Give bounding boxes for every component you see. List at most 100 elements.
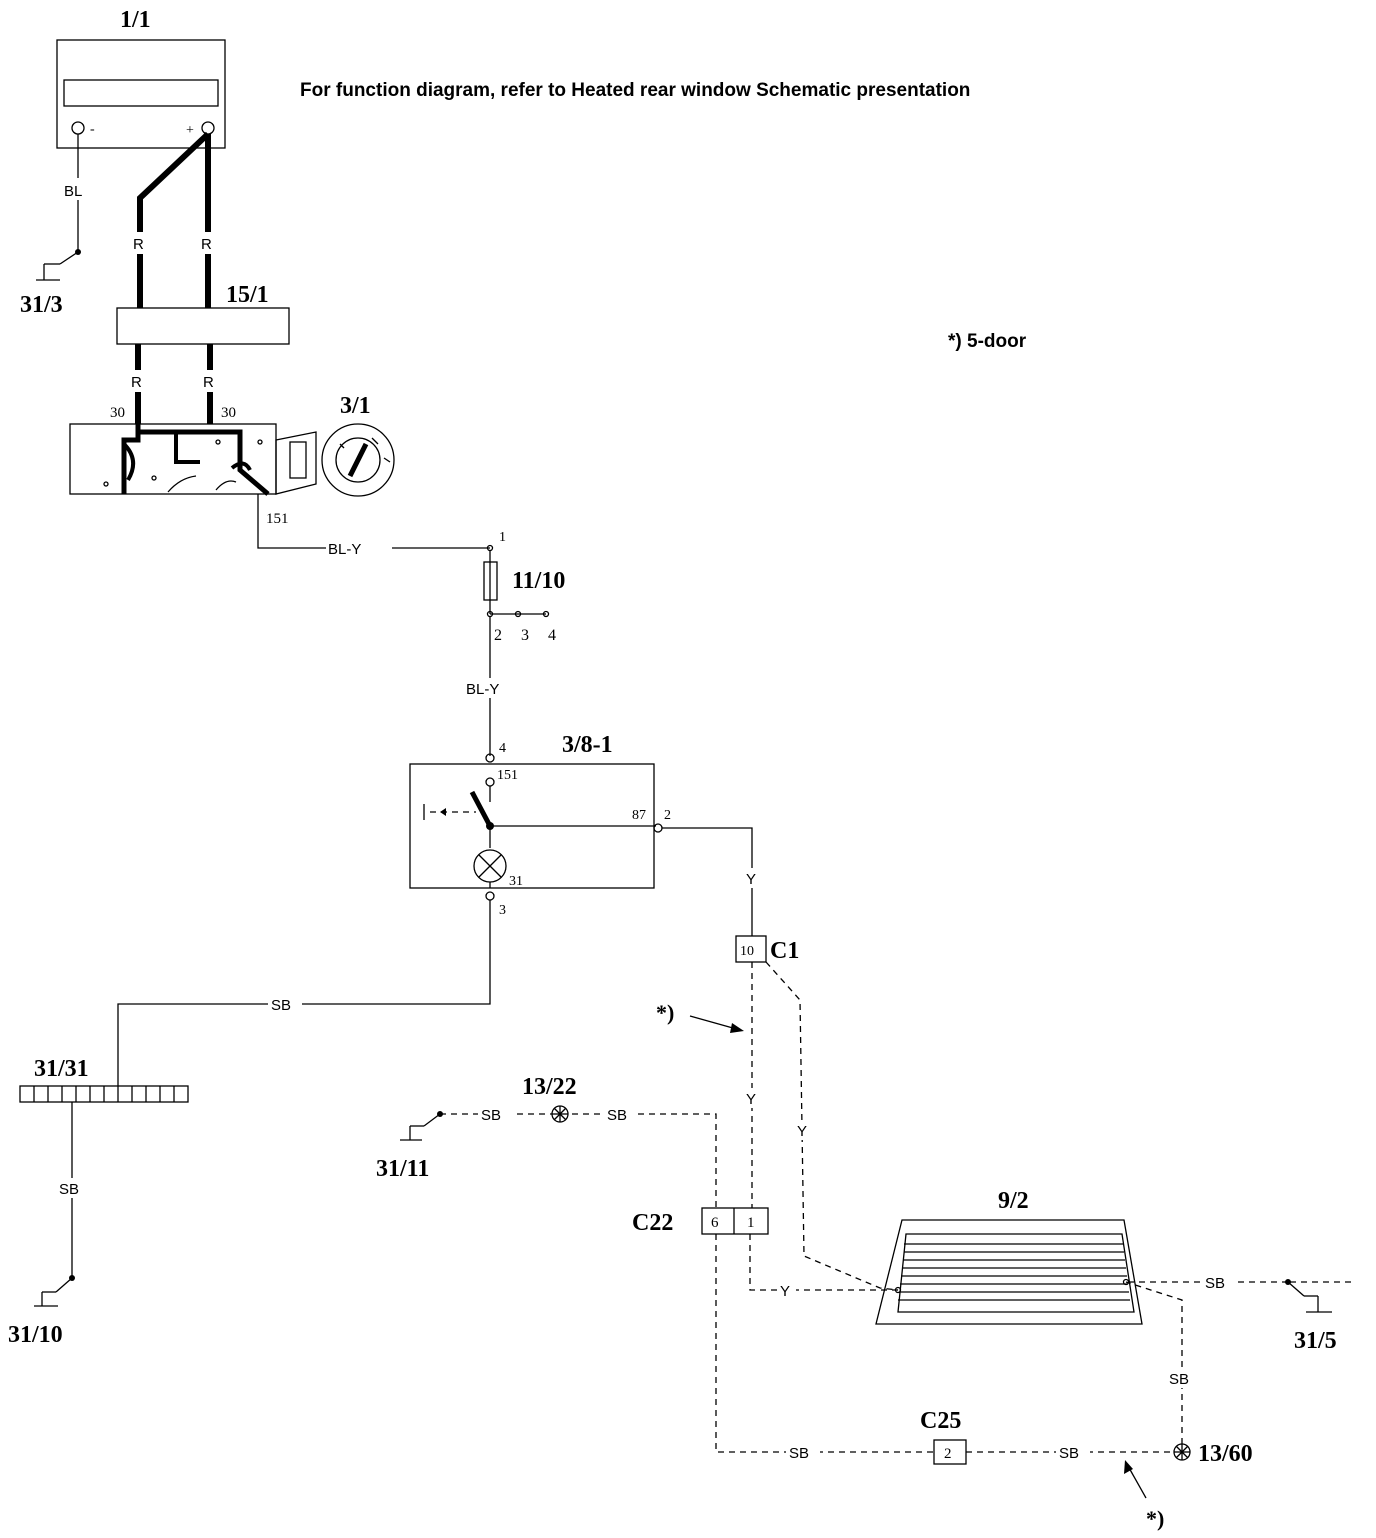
pin-fuse-1: 1 [499,530,506,545]
splice-13-22: 13/22 [522,1074,577,1123]
ground-strip: 31/31 [19,1056,189,1103]
wire-label-sb: SB [481,1107,501,1124]
ground-link [423,1113,441,1127]
pin-sw-151: 151 [497,768,518,783]
ignition-pin-dot [257,439,263,445]
ignition-contact [167,475,197,493]
five-door-marker: *) [1146,1506,1164,1531]
ignition-pin-dot [151,475,157,481]
wire-label-bg [744,868,762,888]
pin-fuse-4: 4 [548,627,556,644]
ground-31-3: 31/3 [20,249,81,318]
wire-label-sb: SB [607,1107,627,1124]
wire-label-sb: SB [59,1181,79,1198]
rear-window-heater-grid [898,1243,1130,1301]
wire-label-bg [464,678,520,698]
pin-c22-1: 1 [747,1215,755,1231]
heater-switch-label: 3/8-1 [562,732,613,758]
switch-lever [469,790,493,828]
wire-label-r: R [201,236,212,253]
wire-label-y: Y [746,871,756,888]
fuse-pin [542,610,550,618]
fuse: 1 11/10 2 3 4 [483,530,565,644]
battery-body [56,39,226,149]
fuse-label: 11/10 [512,568,565,594]
splice-mark [1175,1445,1189,1459]
wire-label-bg [326,538,392,558]
wire-label-bg [744,1088,762,1108]
rear-window-frame [875,1219,1143,1325]
wire-label-bg [778,1280,796,1300]
battery-plus-sign: + [186,123,194,138]
ground-label-31-5: 31/5 [1294,1328,1337,1354]
wire-label-bg [604,1104,638,1124]
ignition-pin-dot [215,439,221,445]
rear-window: 9/2 [875,1188,1143,1325]
ground-31-10: 31/10 [8,1275,75,1348]
wire-label-bl: BL [64,183,82,200]
ignition-contact [138,429,270,496]
wire-label-bg [478,1104,512,1124]
wire-label-bg [126,370,150,392]
wire-label-y: Y [746,1091,756,1108]
ignition-lock-mark [383,457,391,463]
pin-ign-151: 151 [266,511,289,527]
pin-fuse-2: 2 [494,627,502,644]
battery-label: 1/1 [120,7,151,33]
pin-fuse-3: 3 [521,627,529,644]
wire-label-bg [128,232,152,254]
battery-minus-sign: - [90,122,95,137]
rear-window-glass [897,1233,1135,1313]
wire-label-bl-y: BL-Y [466,681,499,698]
pin-ign-30: 30 [221,405,236,421]
switch-pin [485,777,495,787]
battery-minus-terminal [71,121,85,135]
ignition-contact [215,480,237,491]
function-note: For function diagram, refer to Heated re… [300,80,970,101]
heater-switch: 3/8-1 4 151 87 2 31 3 [409,732,671,918]
ground-label-31-10: 31/10 [8,1322,63,1348]
wire-label-r: R [133,236,144,253]
wire-y-dashed [749,1234,898,1291]
wire-bl-y [257,494,490,549]
wire-label-bg [795,1120,813,1140]
connector-c25-label: C25 [920,1408,961,1434]
ignition-switch-label: 3/1 [340,393,371,419]
wire-label-y: Y [780,1283,790,1300]
switch-pin [485,753,495,763]
ground-31-5: 31/5 [1285,1279,1337,1354]
fuse-pin [514,610,522,618]
pin-sw-31: 31 [509,874,523,889]
ignition-lock-mark [371,437,379,445]
ignition-contact [230,461,252,472]
ground-link [55,1277,73,1293]
ignition-lock-barrel [335,437,381,483]
splice-mark [553,1107,567,1121]
pin-c1-10: 10 [740,944,754,959]
wire-sb-dashed [440,1113,717,1208]
wire-label-y: Y [797,1123,807,1140]
wire-label-sb: SB [789,1445,809,1462]
rear-window-terminal [894,1286,902,1294]
switch-pin [485,891,495,901]
five-door-marker: *) [656,1000,674,1025]
battery: 1/1 - + [56,7,226,149]
wire-sb-dashed [1125,1281,1183,1444]
wire-y-dashed [765,961,899,1291]
ground-label-31-11: 31/11 [376,1156,429,1182]
splice-13-60-label: 13/60 [1198,1441,1253,1467]
splice-13-60: 13/60 [1173,1441,1253,1467]
wire-sb [117,900,491,1086]
ignition-key-housing [275,431,317,495]
marker-arrowhead [1124,1460,1133,1474]
wire-label-r: R [203,374,214,391]
wire-label-bg [1056,1442,1090,1462]
pin-sw-4: 4 [499,741,506,756]
ignition-contact [122,442,136,482]
pin-sw-2: 2 [664,808,671,823]
ground-strip-label: 31/31 [34,1056,89,1082]
wire-y [662,827,753,936]
wire-label-bg [198,370,222,392]
ignition-lock [321,423,395,497]
